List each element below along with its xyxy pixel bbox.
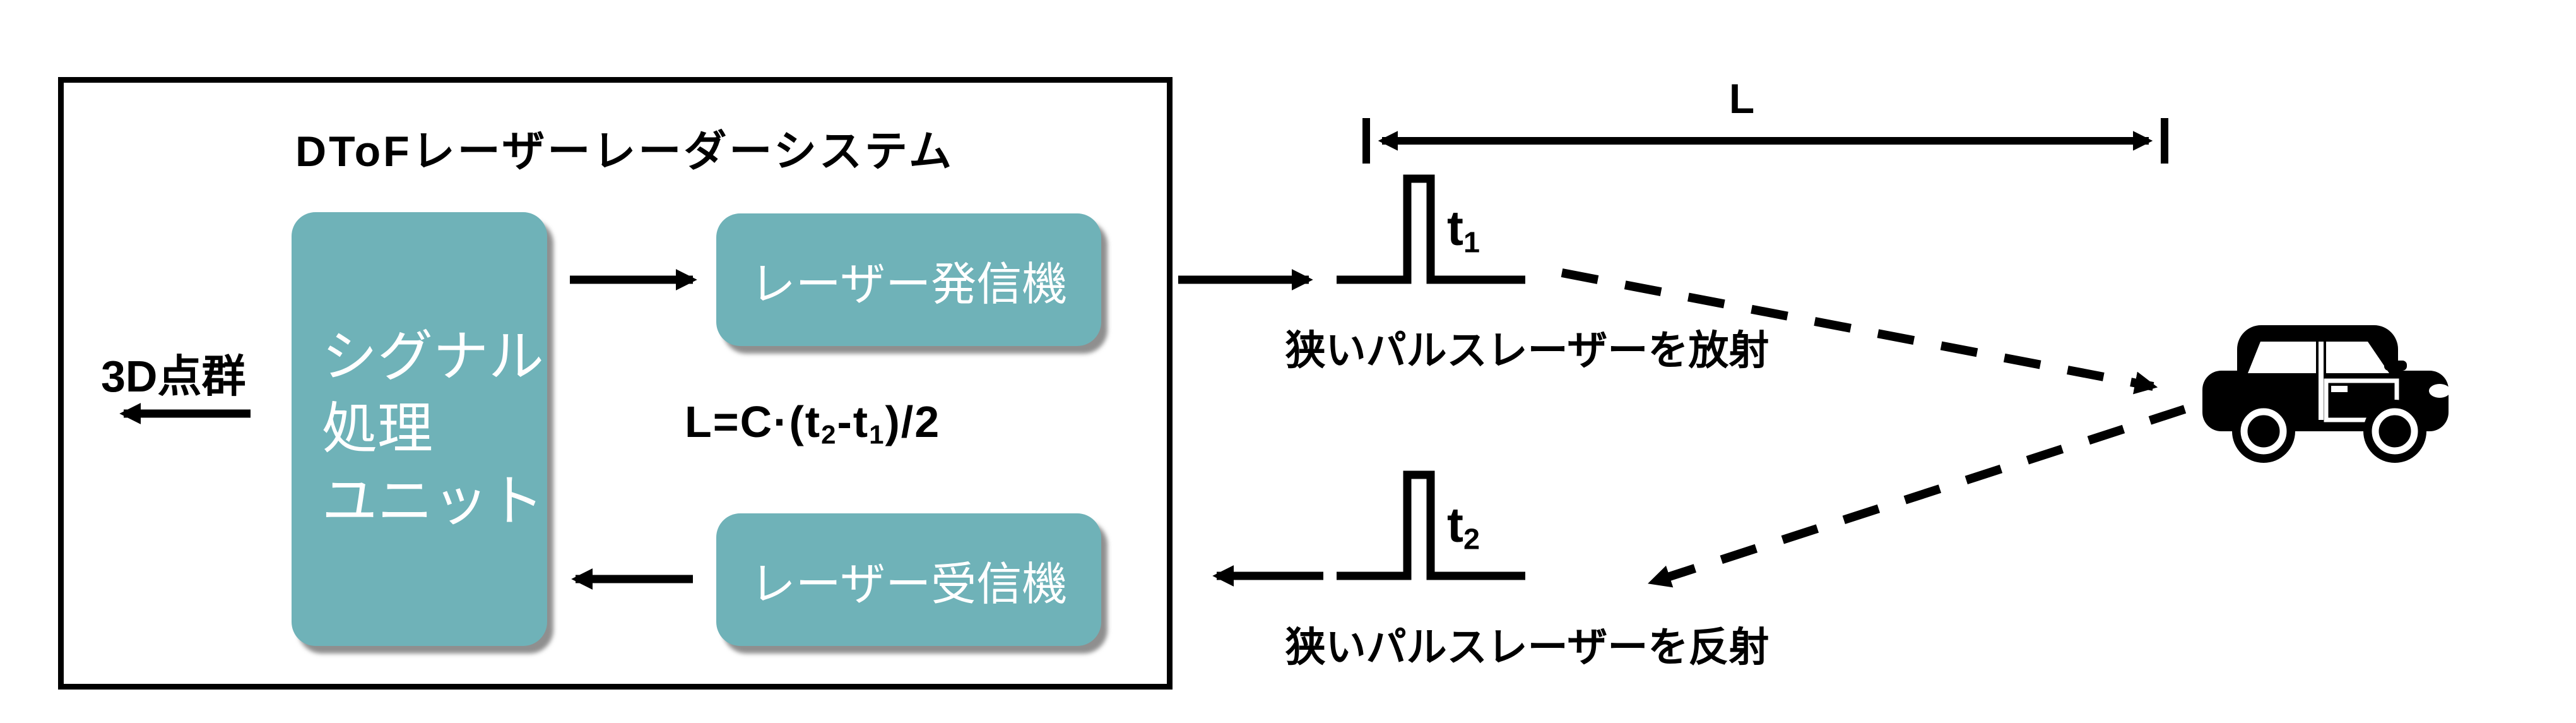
signal-unit-label-line3: ユニット xyxy=(322,469,545,532)
signal-unit-label-line1: シグナル xyxy=(322,325,545,388)
transmitter-box: レーザー発信機 xyxy=(716,213,1101,346)
laser-beam-out xyxy=(1561,268,2158,395)
formula-subscript: 2 xyxy=(821,419,837,450)
receiver-label: レーザー受信機 xyxy=(750,559,1068,610)
distance-formula: L=C·(t2-t1)/2 xyxy=(685,397,941,450)
receiver-box: レーザー受信機 xyxy=(716,513,1101,646)
t1-base: t xyxy=(1447,200,1463,256)
formula-part: -t xyxy=(837,397,870,446)
transmitter-label: レーザー発信機 xyxy=(750,259,1068,310)
t2-subscript: 2 xyxy=(1463,522,1480,556)
distance-L-label: L xyxy=(1728,75,1755,122)
signal-unit-label-line2: 処理 xyxy=(322,397,434,460)
t1-subscript: 1 xyxy=(1463,225,1480,259)
pulse-1-waveform xyxy=(1337,174,1525,284)
pulse-2-waveform xyxy=(1337,470,1525,580)
dtof-system-box xyxy=(58,77,1173,690)
reflect-caption: 狭いパルスレーザーを反射 xyxy=(1285,624,1770,670)
car-icon xyxy=(2202,325,2450,463)
system-title: DToFレーザーレーダーシステム xyxy=(295,128,954,176)
t1-label: t1 xyxy=(1447,200,1480,257)
formula-part: L=C·(t xyxy=(685,397,822,446)
formula-part: )/2 xyxy=(885,397,941,446)
signal-unit-box: シグナル 処理 ユニット xyxy=(292,212,547,646)
t2-base: t xyxy=(1447,497,1463,553)
formula-subscript: 1 xyxy=(869,419,885,450)
output-label: 3D点群 xyxy=(101,352,246,401)
t2-label: t2 xyxy=(1447,496,1480,554)
emit-caption: 狭いパルスレーザーを放射 xyxy=(1285,328,1770,373)
signal-unit-label: シグナル 処理 ユニット xyxy=(322,321,544,537)
laser-beam-return xyxy=(1648,405,2187,588)
